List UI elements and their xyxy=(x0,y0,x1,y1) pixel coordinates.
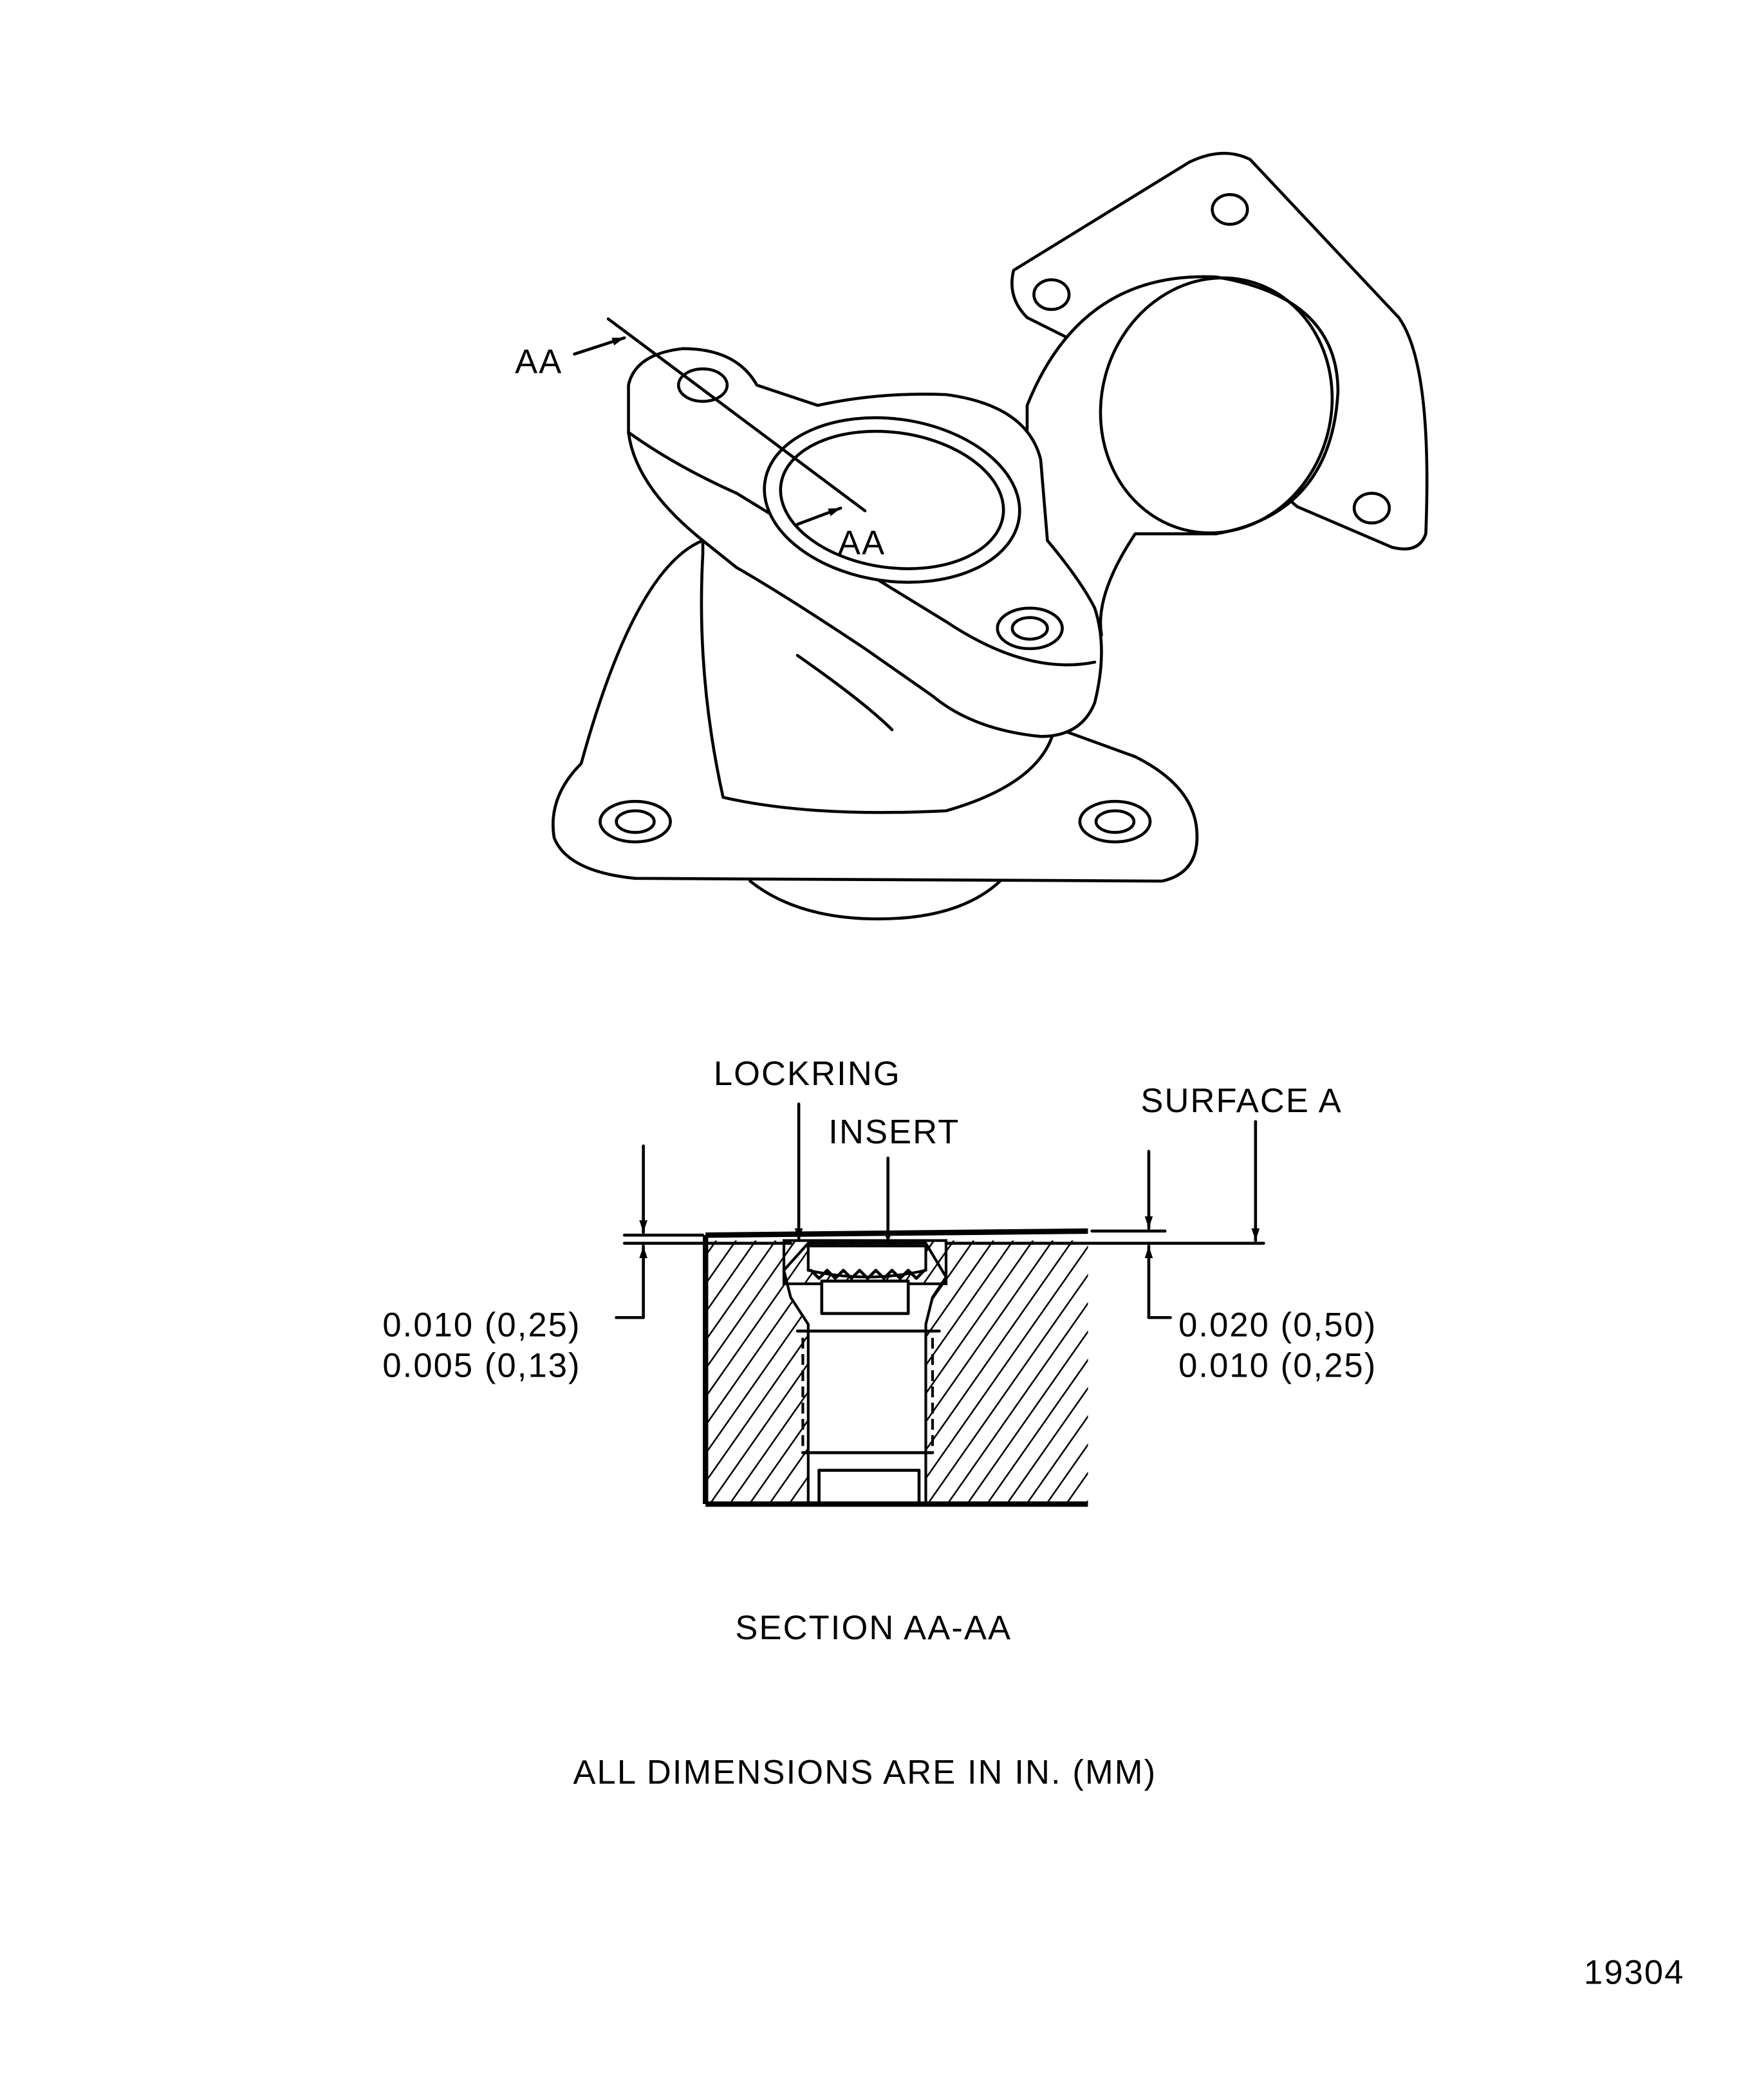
section-cut-line: AA AA xyxy=(515,317,886,562)
left-dimension-min: 0.005 (0,13) xyxy=(382,1347,581,1385)
left-dimension-max: 0.010 (0,25) xyxy=(382,1306,581,1344)
isometric-housing xyxy=(552,151,1429,921)
right-dimension-min: 0.010 (0,25) xyxy=(1178,1347,1377,1385)
surface-a-label: SURFACE A xyxy=(1140,1082,1342,1120)
insert-label: INSERT xyxy=(828,1113,960,1151)
right-dimension-max: 0.020 (0,50) xyxy=(1178,1306,1377,1344)
lockring-label: LOCKRING xyxy=(714,1055,901,1093)
cut-label-start: AA xyxy=(515,343,562,381)
figure-number: 19304 xyxy=(1584,1953,1684,1991)
section-view: LOCKRING INSERT SURFACE A 0.010 (0,25) 0… xyxy=(382,1055,1377,1647)
section-title: SECTION AA-AA xyxy=(735,1609,1012,1647)
cut-label-end: AA xyxy=(838,524,886,562)
dimensions-note: ALL DIMENSIONS ARE IN IN. (MM) xyxy=(573,1754,1157,1792)
